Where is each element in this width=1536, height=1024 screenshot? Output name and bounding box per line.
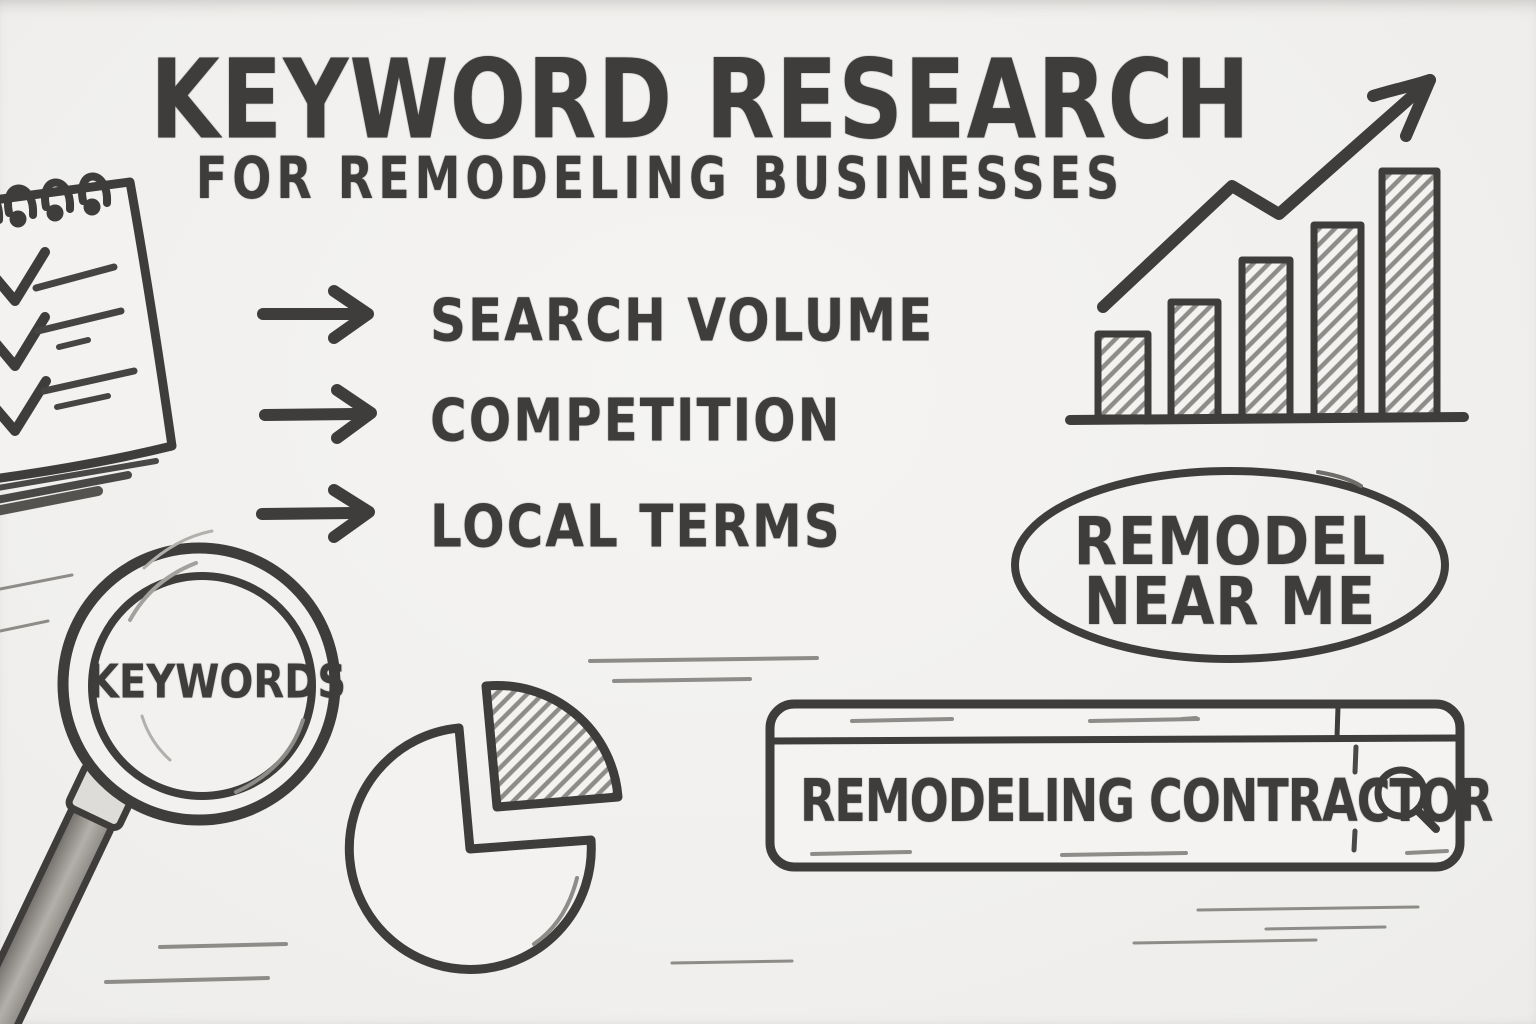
checklist-line xyxy=(54,393,111,410)
speed-line xyxy=(670,959,794,965)
notepad-page xyxy=(0,177,177,483)
bullet-arrows xyxy=(256,285,377,543)
magnifier-keywords-label: KEYWORDS xyxy=(88,656,347,709)
speed-line xyxy=(588,656,819,663)
chart-baseline xyxy=(1065,412,1469,425)
keyword-bubble-oval xyxy=(1011,467,1449,663)
page-subtitle: FOR REMODELING BUSINESSES xyxy=(195,144,1125,212)
pie-exploded-slice xyxy=(481,680,623,812)
page-title: KEYWORD RESEARCH xyxy=(150,36,1251,165)
speed-line xyxy=(158,942,288,949)
bullet-label-search-volume: SEARCH VOLUME xyxy=(430,286,935,355)
checkmark-icon xyxy=(0,247,50,306)
arrow-icon xyxy=(256,484,375,543)
bubble-text-line1: REMODEL xyxy=(1073,504,1387,581)
arrow-icon xyxy=(259,384,377,444)
checklist-line xyxy=(40,367,138,395)
checklist xyxy=(0,247,138,436)
search-bar-illustration xyxy=(765,699,1465,872)
search-bar-divider xyxy=(1352,744,1359,775)
speed-line xyxy=(612,677,752,683)
bubble-text-line2: NEAR ME xyxy=(1083,564,1377,641)
bar xyxy=(1238,256,1294,422)
bar xyxy=(1167,298,1222,422)
search-bar-strip-line xyxy=(768,734,1462,745)
bullet-label-local-terms: LOCAL TERMS xyxy=(430,492,842,561)
search-query-text: REMODELING CONTRACTOR xyxy=(800,766,1493,836)
arrow-icon xyxy=(257,285,374,344)
search-bar-divider xyxy=(1351,828,1358,853)
notepad-page-stack xyxy=(0,458,159,516)
search-bar-strip-divider xyxy=(1334,704,1341,740)
magnifier-inner-ring xyxy=(88,572,316,800)
checklist-line xyxy=(32,263,118,292)
speed-line xyxy=(1196,905,1420,912)
speed-line xyxy=(104,976,270,984)
bar xyxy=(1378,167,1441,422)
glass-glare-lines xyxy=(128,529,305,794)
pie-main-slice xyxy=(344,723,596,974)
sketch-shading-lines xyxy=(810,716,1449,857)
trend-arrow-icon xyxy=(1097,74,1436,313)
checklist-line xyxy=(56,337,91,350)
speed-line xyxy=(0,619,50,633)
notepad-illustration xyxy=(0,172,177,516)
checkmark-icon xyxy=(0,312,50,371)
checklist-line xyxy=(34,307,125,335)
speed-line xyxy=(1264,925,1387,931)
search-input[interactable] xyxy=(765,699,1465,872)
bar xyxy=(1094,330,1152,422)
bar-chart-illustration xyxy=(1065,74,1469,425)
bullet-label-competition: COMPETITION xyxy=(430,386,842,455)
pie-glare-line xyxy=(532,876,579,946)
checkmark-icon xyxy=(0,376,51,436)
search-icon[interactable] xyxy=(1374,766,1440,833)
oval-overlap-stroke xyxy=(1316,470,1363,488)
speed-lines xyxy=(0,573,1420,984)
speed-line xyxy=(0,573,74,591)
speed-line xyxy=(1132,938,1318,945)
pie-chart-illustration xyxy=(344,680,623,974)
magnifier-icon xyxy=(0,529,341,1024)
spiral-binding-icon xyxy=(0,172,112,228)
bar xyxy=(1310,221,1365,422)
magnifier-handle xyxy=(0,761,140,1024)
